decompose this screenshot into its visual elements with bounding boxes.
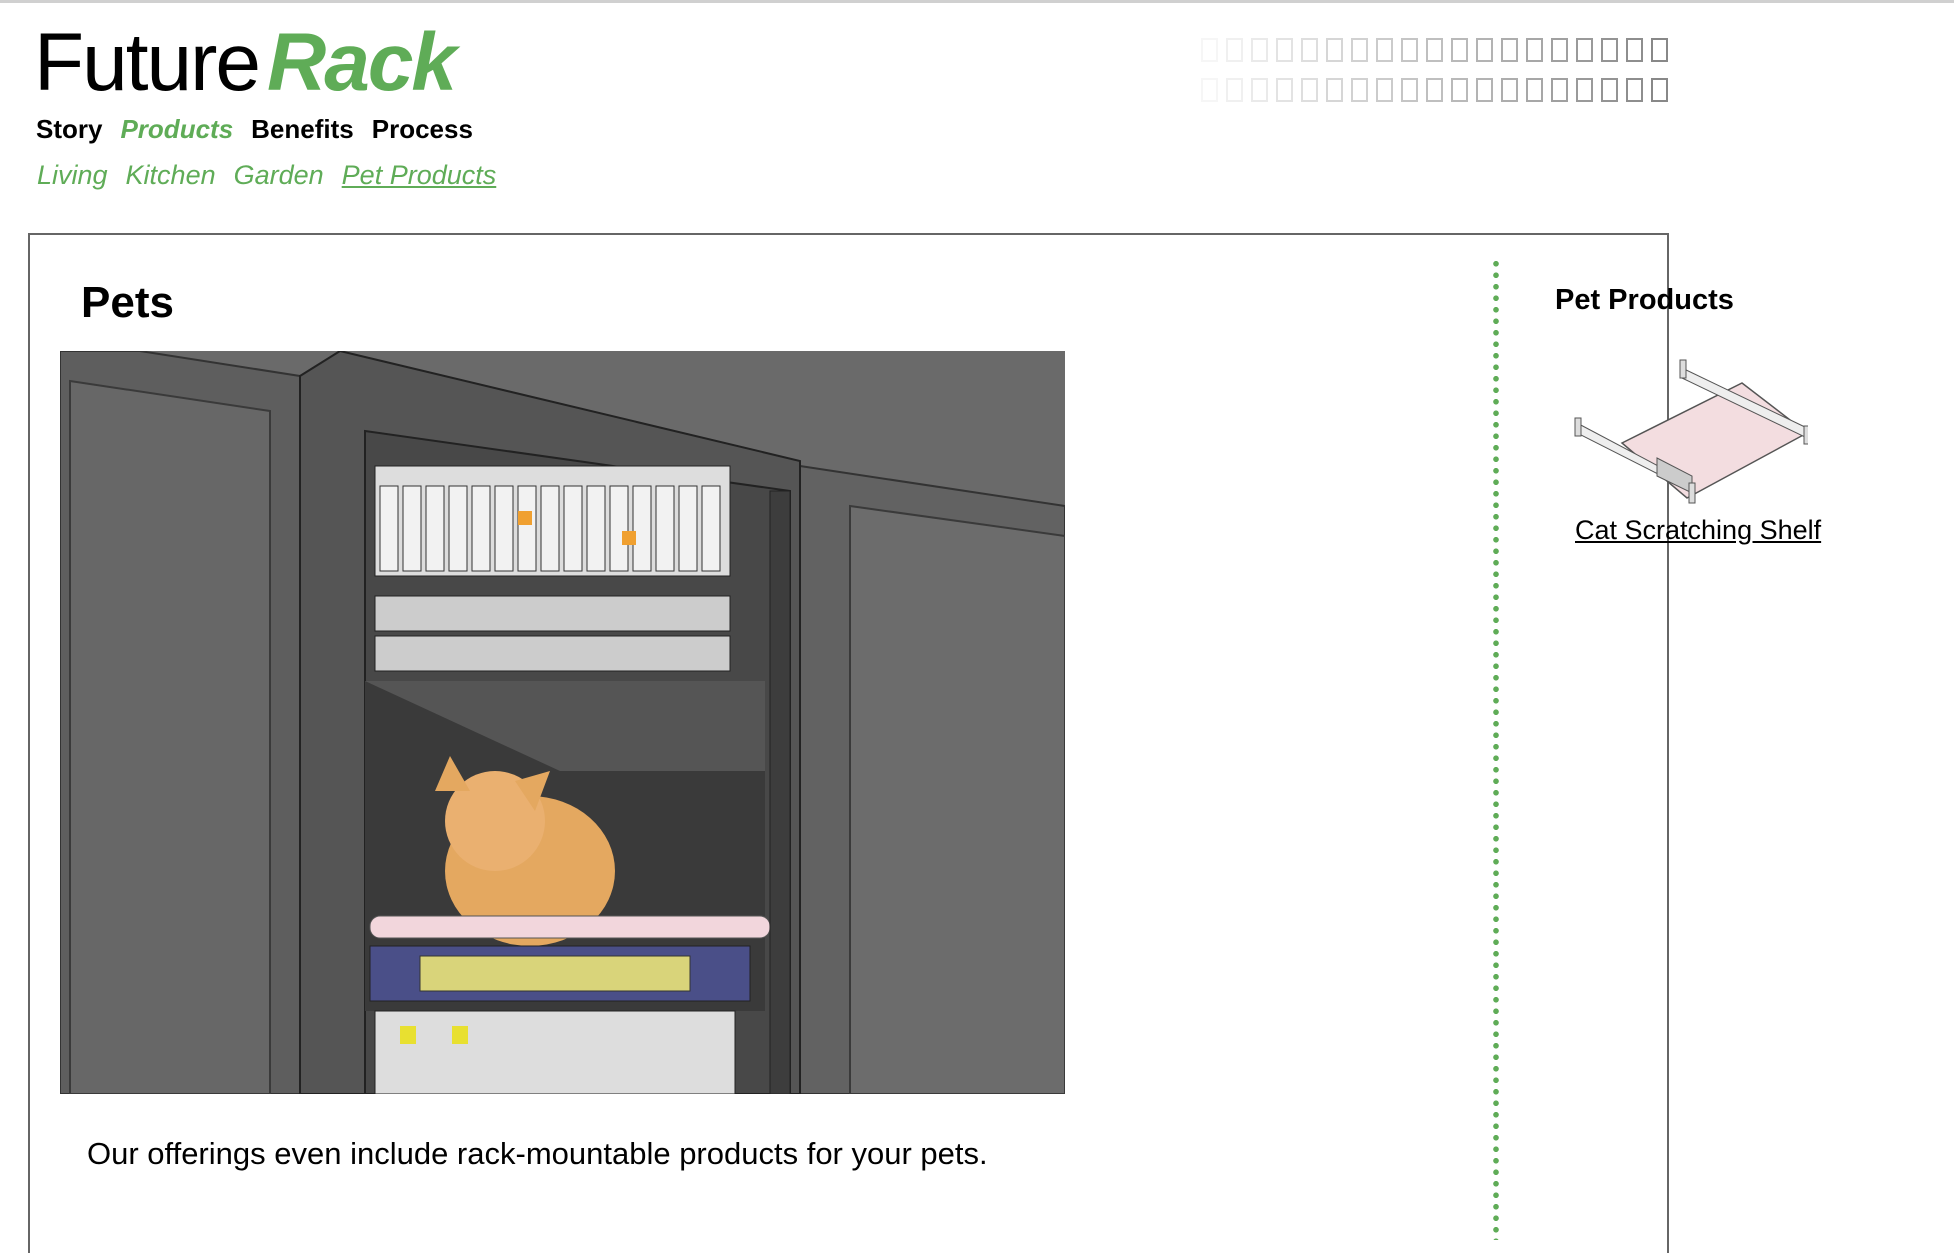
decorative-square <box>1401 38 1418 62</box>
sidebar-title: Pet Products <box>1555 284 1734 316</box>
decorative-square <box>1326 38 1343 62</box>
decorative-squares <box>1201 38 1668 102</box>
decorative-square <box>1201 78 1218 102</box>
decorative-square <box>1426 78 1443 102</box>
decorative-square <box>1351 38 1368 62</box>
decorative-square <box>1326 78 1343 102</box>
subnav-kitchen[interactable]: Kitchen <box>125 160 216 190</box>
decorative-square <box>1601 38 1618 62</box>
nav-products[interactable]: Products <box>120 114 234 144</box>
decorative-square <box>1526 38 1543 62</box>
decorative-square <box>1501 78 1518 102</box>
decorative-square <box>1376 78 1393 102</box>
nav-process[interactable]: Process <box>371 114 473 144</box>
decorative-square <box>1476 38 1493 62</box>
decorative-square <box>1351 78 1368 102</box>
content-frame <box>28 233 1669 1253</box>
sub-nav: Living Kitchen Garden Pet Products <box>37 160 496 191</box>
subnav-living[interactable]: Living <box>37 160 108 190</box>
decorative-square <box>1576 78 1593 102</box>
decorative-square <box>1301 38 1318 62</box>
decorative-square <box>1276 38 1293 62</box>
decorative-square <box>1251 38 1268 62</box>
nav-story[interactable]: Story <box>36 114 103 144</box>
decorative-square <box>1226 78 1243 102</box>
decorative-square <box>1551 38 1568 62</box>
decorative-square <box>1401 78 1418 102</box>
cat-in-server-rack-image <box>60 351 1065 1094</box>
decorative-square <box>1601 78 1618 102</box>
dotted-divider <box>1493 258 1499 1240</box>
decorative-square <box>1626 78 1643 102</box>
logo-rack: Rack <box>267 17 457 108</box>
decorative-square <box>1251 78 1268 102</box>
decorative-square <box>1376 38 1393 62</box>
decorative-square <box>1276 78 1293 102</box>
decorative-square <box>1451 38 1468 62</box>
top-border <box>0 0 1954 3</box>
subnav-pet-products[interactable]: Pet Products <box>341 160 497 190</box>
decorative-square <box>1551 78 1568 102</box>
subnav-garden[interactable]: Garden <box>233 160 324 190</box>
decorative-square <box>1576 38 1593 62</box>
decorative-square <box>1526 78 1543 102</box>
decorative-square <box>1226 38 1243 62</box>
decorative-square <box>1651 38 1668 62</box>
rack-shelf-image[interactable] <box>1572 358 1808 506</box>
page-title: Pets <box>81 278 174 327</box>
main-caption: Our offerings even include rack-mountabl… <box>87 1136 988 1171</box>
nav-benefits[interactable]: Benefits <box>251 114 354 144</box>
logo[interactable]: FutureRack <box>34 17 457 108</box>
product-link-cat-scratching-shelf[interactable]: Cat Scratching Shelf <box>1575 515 1822 545</box>
decorative-square <box>1426 38 1443 62</box>
logo-future: Future <box>34 17 261 108</box>
decorative-square <box>1501 38 1518 62</box>
decorative-square <box>1201 38 1218 62</box>
main-nav: Story Products Benefits Process <box>36 114 473 145</box>
decorative-square <box>1301 78 1318 102</box>
decorative-square <box>1626 38 1643 62</box>
decorative-square <box>1451 78 1468 102</box>
decorative-square <box>1651 78 1668 102</box>
decorative-square <box>1476 78 1493 102</box>
